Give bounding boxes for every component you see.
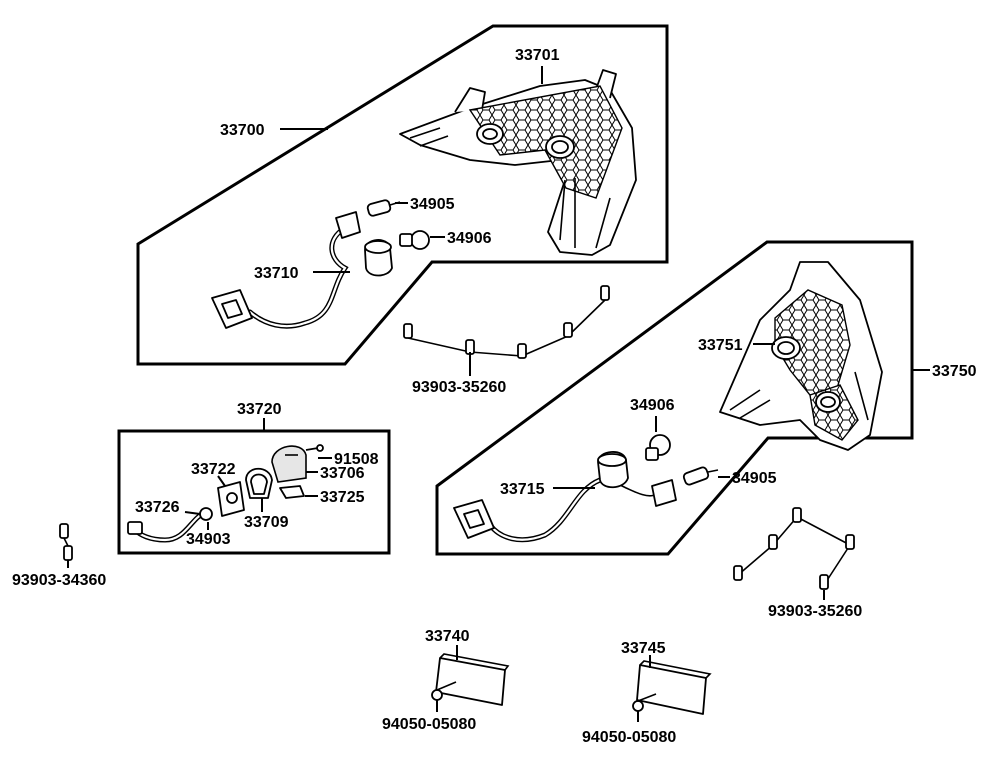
label-33740: 33740: [425, 628, 470, 645]
label-33701: 33701: [515, 47, 560, 64]
part-33725[interactable]: [279, 485, 305, 499]
housing-33722[interactable]: [217, 481, 245, 517]
label-33700: 33700: [220, 122, 265, 139]
harness-33726[interactable]: [127, 509, 208, 543]
label-94050-05080-b: 94050-05080: [582, 729, 676, 746]
bolt-94050-05080-b[interactable]: [632, 693, 657, 722]
label-33710: 33710: [254, 265, 299, 282]
group-33720-outline: [117, 429, 391, 555]
label-33745: 33745: [621, 640, 666, 657]
label-34905-b: 34905: [732, 470, 777, 487]
gasket-33709[interactable]: [245, 467, 273, 499]
bulb-34906-a[interactable]: [399, 230, 430, 250]
harness-33710[interactable]: [211, 211, 393, 329]
harness-33715[interactable]: [453, 451, 677, 543]
label-33706: 33706: [320, 465, 365, 482]
label-33715: 33715: [500, 481, 545, 498]
group-33700-outline: [136, 24, 669, 366]
bulb-34903[interactable]: [199, 507, 213, 521]
housing-33701[interactable]: [399, 69, 637, 256]
bulb-34905-a[interactable]: [366, 199, 401, 217]
label-34906-b: 34906: [630, 397, 675, 414]
group-33720: [117, 418, 391, 555]
label-93903-35260-a: 93903-35260: [412, 379, 506, 396]
lens-33706[interactable]: [271, 445, 307, 483]
label-33720: 33720: [237, 401, 282, 418]
label-34905-a: 34905: [410, 196, 455, 213]
label-34903: 34903: [186, 531, 231, 548]
screw-set-93903-35260-a[interactable]: [403, 285, 610, 359]
bulb-34906-b[interactable]: [645, 434, 671, 461]
reflector-33740[interactable]: [435, 645, 510, 706]
screw-set-93903-34360[interactable]: [59, 523, 73, 568]
group-33750: [435, 240, 930, 600]
bolt-94050-05080-a[interactable]: [431, 681, 457, 712]
screw-91508[interactable]: [305, 444, 324, 452]
label-94050-05080-a: 94050-05080: [382, 716, 476, 733]
label-33725: 33725: [320, 489, 365, 506]
label-33751: 33751: [698, 337, 743, 354]
bulb-34905-b[interactable]: [682, 466, 719, 486]
label-93903-35260-b: 93903-35260: [768, 603, 862, 620]
label-93903-34360: 93903-34360: [12, 572, 106, 589]
housing-33751[interactable]: [719, 261, 883, 451]
reflector-33745[interactable]: [636, 655, 712, 715]
group-33700: [136, 24, 669, 376]
label-33726: 33726: [135, 499, 180, 516]
label-33709: 33709: [244, 514, 289, 531]
label-33750: 33750: [932, 363, 977, 380]
label-34906-a: 34906: [447, 230, 492, 247]
screw-set-93903-35260-b[interactable]: [733, 507, 855, 590]
label-91508: 91508: [334, 451, 379, 468]
label-33722: 33722: [191, 461, 236, 478]
